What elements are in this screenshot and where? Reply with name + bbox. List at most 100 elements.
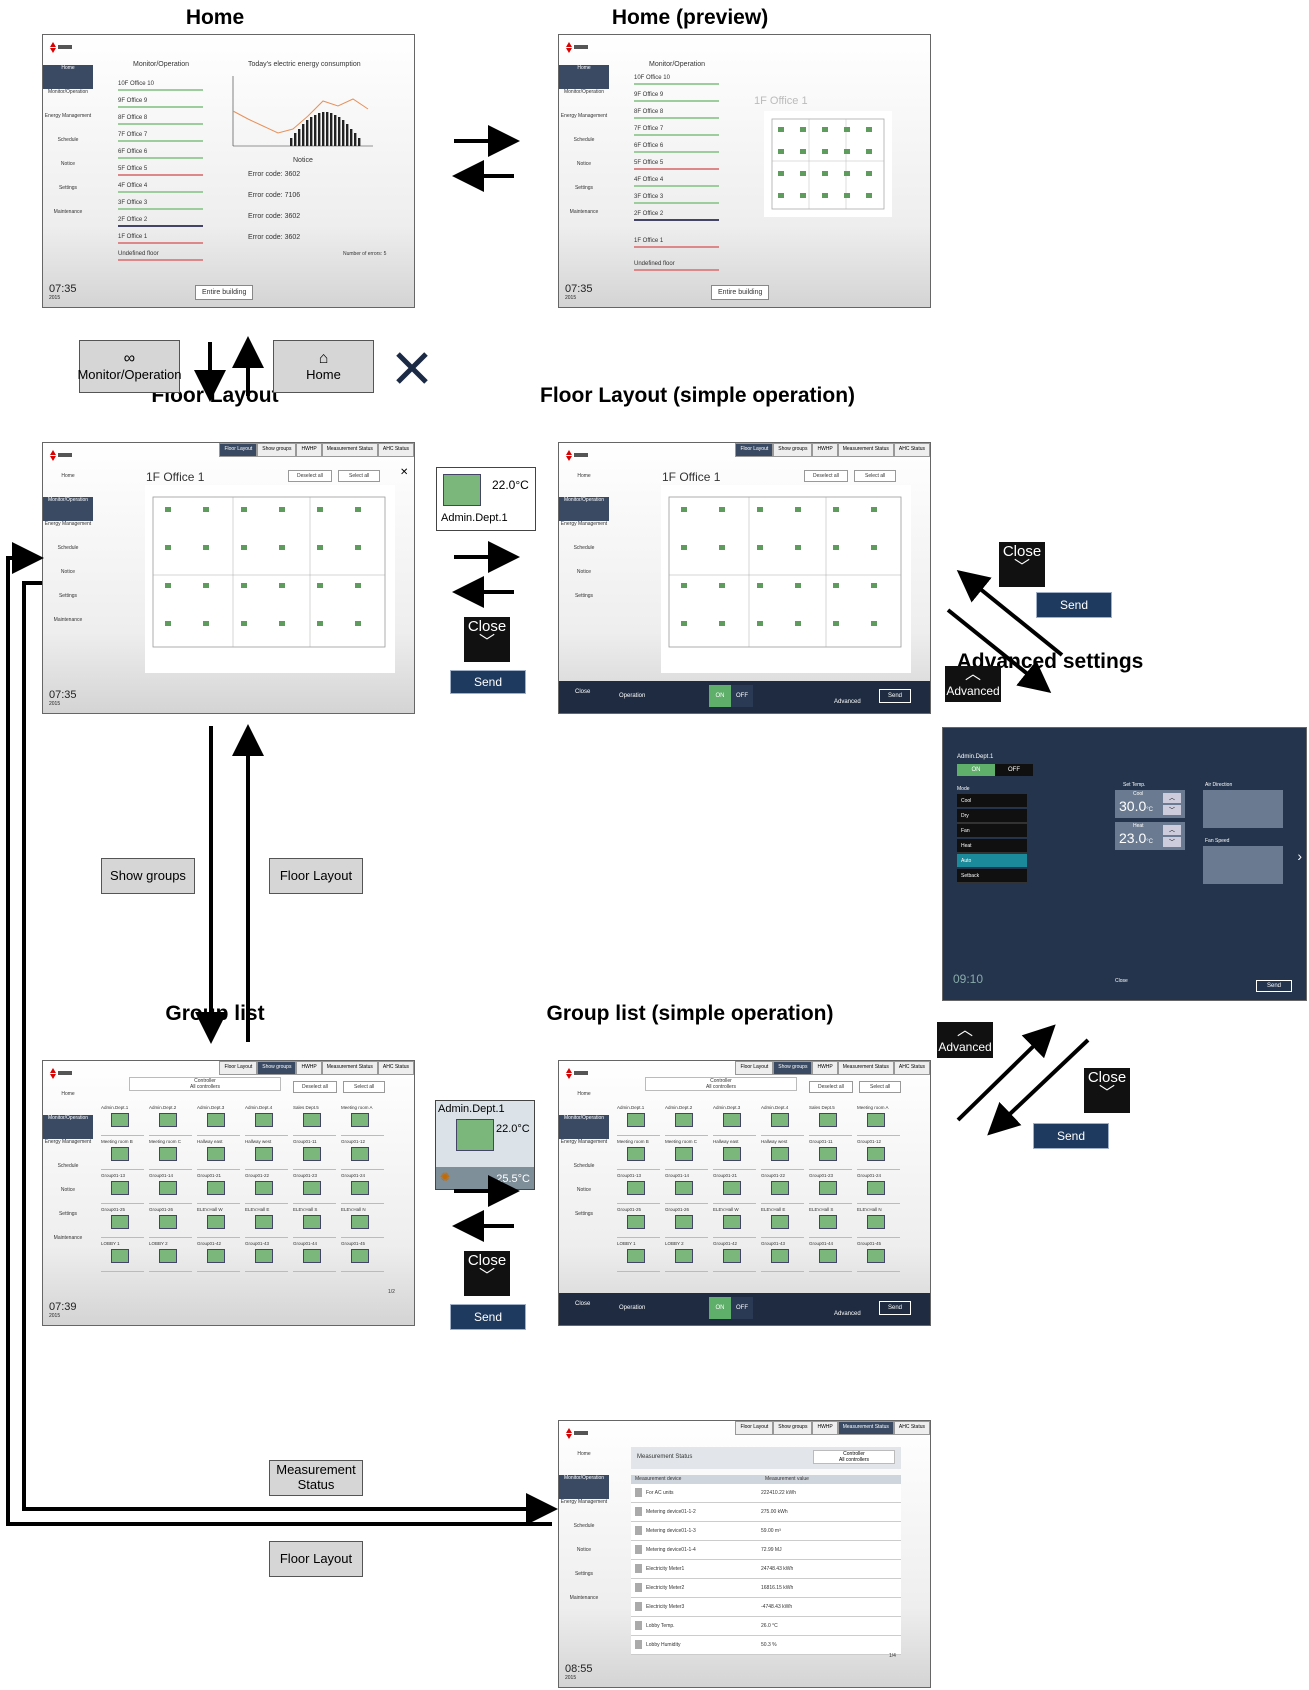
close-control[interactable]: Close﹀	[999, 542, 1045, 587]
group-cell[interactable]: Group01-25	[101, 1207, 144, 1238]
group-cell[interactable]: Admin.Dept.4	[761, 1105, 804, 1136]
group-cell[interactable]: Group01-23	[809, 1173, 852, 1204]
group-cell[interactable]: LOBBY 1	[617, 1241, 660, 1272]
tab-floor-layout[interactable]: Floor Layout	[219, 1061, 258, 1075]
tab-show-groups[interactable]: Show groups	[257, 1061, 297, 1075]
floor-row[interactable]: 6F Office 6	[118, 149, 203, 159]
tab-hwhp[interactable]: HWHP	[296, 443, 322, 457]
chevron-right-icon[interactable]: ›	[1297, 848, 1302, 864]
floor-row[interactable]: 1F Office 1	[118, 234, 203, 244]
floor-row[interactable]: 7F Office 7	[634, 126, 719, 136]
group-cell[interactable]: Meeting room C	[665, 1139, 708, 1170]
group-cell[interactable]: Group01-24	[857, 1173, 900, 1204]
send-control[interactable]: Send	[450, 670, 526, 694]
select-all-button[interactable]: Select all	[338, 470, 381, 482]
floor-row[interactable]: 2F Office 2	[634, 211, 719, 221]
floor-row[interactable]: 3F Office 3	[118, 200, 203, 210]
sidebar-item-notice[interactable]: Notice	[576, 569, 592, 575]
sidebar-item-monitor[interactable]: Monitor/Operation	[559, 497, 609, 521]
sidebar-item-settings[interactable]: Settings	[574, 1571, 594, 1577]
on-off-toggle[interactable]: ON OFF	[709, 1297, 753, 1319]
floor-row[interactable]: 5F Office 5	[634, 160, 719, 170]
group-cell[interactable]: Group01-24	[341, 1173, 384, 1204]
send-control[interactable]: Send	[1036, 592, 1112, 618]
group-cell[interactable]: Group01-45	[341, 1241, 384, 1272]
sidebar-item-notice[interactable]: Notice	[60, 1187, 76, 1193]
floor-row[interactable]: 10F Office 10	[634, 75, 719, 85]
table-row[interactable]: Lobby Temp.26.0 °C	[631, 1617, 901, 1636]
group-cell[interactable]: Admin.Dept.4	[245, 1105, 288, 1136]
heat-down-button[interactable]: ﹀	[1163, 837, 1181, 847]
error-row[interactable]: Error code: 3602	[248, 213, 301, 220]
group-cell[interactable]: ELEV.Hall S	[809, 1207, 852, 1238]
sidebar-item-settings[interactable]: Settings	[574, 185, 594, 191]
sidebar-item-monitor[interactable]: Monitor/Operation	[559, 1475, 609, 1499]
sidebar-item-schedule[interactable]: Schedule	[573, 1523, 595, 1529]
sidebar-item-schedule[interactable]: Schedule	[57, 545, 79, 551]
group-cell[interactable]: Group01-22	[761, 1173, 804, 1204]
sidebar-item-energy[interactable]: Energy Management	[560, 113, 608, 119]
sidebar-item-schedule[interactable]: Schedule	[57, 1163, 79, 1169]
close-control[interactable]: Close﹀	[464, 1251, 510, 1296]
on-button[interactable]: ON	[957, 764, 995, 776]
floor-row[interactable]: Undefined floor	[634, 261, 719, 271]
tab-measurement[interactable]: Measurement Status	[837, 443, 894, 457]
group-cell[interactable]: Meeting room A	[341, 1105, 384, 1136]
tab-measurement[interactable]: Measurement Status	[321, 443, 378, 457]
floor-row[interactable]: 1F Office 1	[634, 238, 719, 248]
floor-row[interactable]: 4F Office 4	[118, 183, 203, 193]
deselect-all-button[interactable]: Deselect all	[809, 1081, 853, 1093]
group-cell[interactable]: Group01-26	[665, 1207, 708, 1238]
sidebar-item-home[interactable]: Home	[559, 65, 609, 89]
tab-hwhp[interactable]: HWHP	[812, 443, 838, 457]
floor-layout-button[interactable]: Floor Layout	[269, 1541, 363, 1577]
tab-hwhp[interactable]: HWHP	[812, 1061, 838, 1075]
tab-show-groups[interactable]: Show groups	[257, 443, 297, 457]
floor-row[interactable]: 9F Office 9	[118, 98, 203, 108]
group-cell[interactable]: Group01-12	[341, 1139, 384, 1170]
tab-measurement[interactable]: Measurement Status	[321, 1061, 378, 1075]
sidebar-item-notice[interactable]: Notice	[576, 1187, 592, 1193]
on-off-toggle[interactable]: ON OFF	[709, 685, 753, 707]
advanced-close-button[interactable]: Close	[1115, 978, 1128, 984]
group-cell[interactable]: Group01-11	[293, 1139, 336, 1170]
group-cell[interactable]: Meeting room C	[149, 1139, 192, 1170]
monitor-operation-button[interactable]: ∞ Monitor/Operation	[77, 340, 182, 393]
group-cell[interactable]: Sales Dept.5	[293, 1105, 336, 1136]
sidebar-item-energy[interactable]: Energy Management	[44, 113, 92, 119]
sidebar-item-monitor[interactable]: Monitor/Operation	[43, 1115, 93, 1139]
floor-row[interactable]: 8F Office 8	[118, 115, 203, 125]
group-cell[interactable]: Group01-44	[809, 1241, 852, 1272]
sidebar-item-schedule[interactable]: Schedule	[57, 137, 79, 143]
group-cell[interactable]: Group01-12	[857, 1139, 900, 1170]
group-cell[interactable]: LOBBY 1	[101, 1241, 144, 1272]
group-cell[interactable]: Group01-21	[197, 1173, 240, 1204]
tab-show-groups[interactable]: Show groups	[773, 1421, 813, 1435]
tab-ahc[interactable]: AHC Status	[893, 1421, 930, 1435]
deselect-all-button[interactable]: Deselect all	[293, 1081, 337, 1093]
tab-show-groups[interactable]: Show groups	[773, 443, 813, 457]
tab-ahc[interactable]: AHC Status	[377, 1061, 414, 1075]
group-cell[interactable]: Hallway east	[713, 1139, 756, 1170]
group-cell[interactable]: Group01-14	[665, 1173, 708, 1204]
floor-row[interactable]: 9F Office 9	[634, 92, 719, 102]
sidebar-item-energy[interactable]: Energy Management	[44, 1139, 92, 1145]
sidebar-item-home[interactable]: Home	[577, 1451, 591, 1457]
sidebar-item-monitor[interactable]: Monitor/Operation	[559, 1115, 609, 1139]
close-control[interactable]: Close﹀	[464, 617, 510, 662]
group-cell[interactable]: Group01-42	[713, 1241, 756, 1272]
close-button[interactable]: Close	[575, 1301, 591, 1307]
group-cell[interactable]: Group01-42	[197, 1241, 240, 1272]
group-cell[interactable]: Group01-21	[713, 1173, 756, 1204]
sidebar-item-home[interactable]: Home	[43, 65, 93, 89]
sidebar-item-maintenance[interactable]: Maintenance	[53, 1235, 83, 1241]
sidebar-item-settings[interactable]: Settings	[574, 1211, 594, 1217]
floor-row[interactable]: 5F Office 5	[118, 166, 203, 176]
floor-row[interactable]: Undefined floor	[118, 251, 203, 261]
group-cell[interactable]: Group01-23	[293, 1173, 336, 1204]
sidebar-item-monitor[interactable]: Monitor/Operation	[47, 89, 89, 95]
